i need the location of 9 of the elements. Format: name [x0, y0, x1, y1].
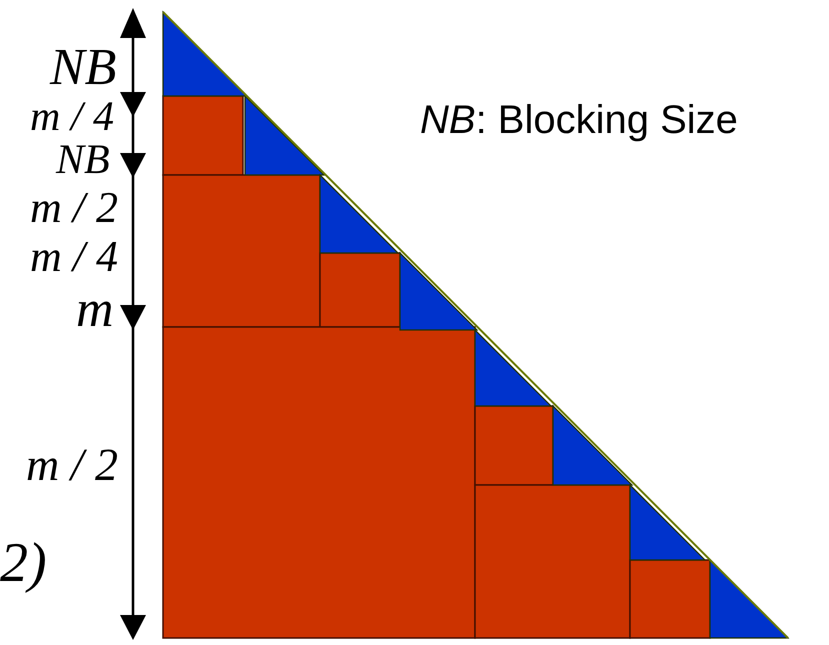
- dimension-label: m / 4: [30, 96, 114, 138]
- dimension-label: NB: [50, 42, 116, 94]
- dimension-label: m / 2: [30, 186, 118, 230]
- dimension-label: m / 2: [26, 442, 118, 488]
- dimension-label: m: [76, 284, 114, 336]
- dimension-label: 2): [0, 535, 47, 591]
- dimension-label: NB: [56, 139, 110, 181]
- dimension-label: m / 4: [30, 235, 118, 279]
- legend-note: NB: Blocking Size: [420, 100, 738, 140]
